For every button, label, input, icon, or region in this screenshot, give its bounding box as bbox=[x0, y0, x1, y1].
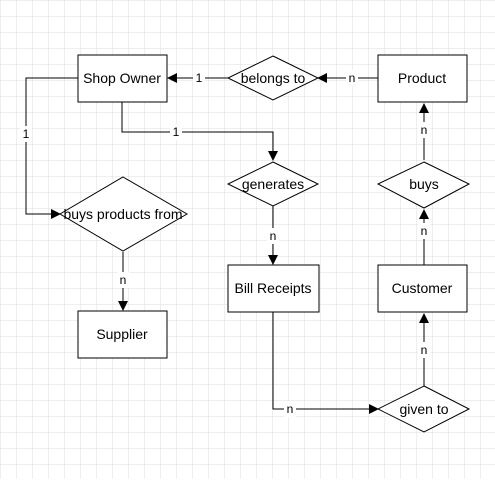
relationship-buys-products-from[interactable] bbox=[59, 176, 188, 252]
cardinality-label: n bbox=[349, 71, 356, 85]
cardinality-label: n bbox=[421, 224, 428, 238]
entity-label: Product bbox=[398, 70, 446, 86]
cardinality-label: 1 bbox=[23, 127, 30, 141]
relationship-label: belongs to bbox=[241, 70, 306, 86]
entity-label: Bill Receipts bbox=[234, 280, 311, 296]
cardinality-label: n bbox=[120, 273, 127, 287]
entity-bill-receipts[interactable] bbox=[227, 264, 320, 313]
entity-supplier[interactable] bbox=[77, 310, 168, 359]
entity-label: Customer bbox=[392, 280, 453, 296]
relationship-buys[interactable] bbox=[376, 161, 471, 209]
cardinality-label: n bbox=[270, 229, 277, 243]
relationship-label: generates bbox=[242, 176, 304, 192]
cardinality-label: 1 bbox=[196, 71, 203, 85]
relationship-label: buys bbox=[409, 176, 439, 192]
relationship-label: buys products from bbox=[63, 206, 182, 222]
connector-owner-buys-from bbox=[25, 77, 78, 219]
cardinality-label: n bbox=[287, 402, 294, 416]
relationship-label: given to bbox=[399, 401, 448, 417]
connector-owner-generates bbox=[121, 102, 278, 161]
entity-customer[interactable] bbox=[377, 264, 468, 313]
connector-bill-given-to bbox=[272, 312, 379, 414]
entity-shop-owner[interactable] bbox=[77, 54, 168, 103]
cardinality-label: n bbox=[421, 123, 428, 137]
cardinality-label: n bbox=[421, 343, 428, 357]
relationship-belongs-to[interactable] bbox=[226, 55, 320, 101]
entity-label: Supplier bbox=[96, 326, 148, 342]
cardinality-label: 1 bbox=[173, 125, 180, 139]
relationship-generates[interactable] bbox=[226, 161, 320, 207]
entity-label: Shop Owner bbox=[83, 70, 161, 86]
relationship-given-to[interactable] bbox=[376, 385, 471, 433]
entity-product[interactable] bbox=[377, 54, 468, 103]
